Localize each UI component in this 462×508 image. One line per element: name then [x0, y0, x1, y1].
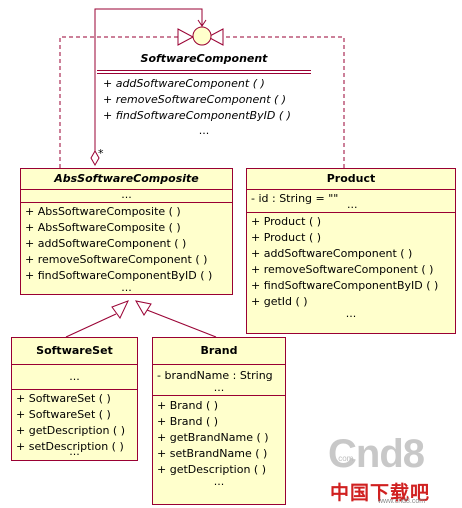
- watermark-dotcom: .com: [336, 454, 354, 463]
- generalization-arrowhead-right: [135, 300, 152, 316]
- interface-lollipop: [177, 26, 224, 46]
- watermark-brand: Cnd8: [328, 432, 425, 476]
- operations-ellipsis: ...: [69, 445, 80, 458]
- socket-right: [206, 28, 224, 46]
- operation: + AbsSoftwareComposite ( ): [25, 221, 181, 234]
- operations-ellipsis: ...: [121, 281, 132, 294]
- operation: + removeSoftwareComponent ( ): [25, 253, 208, 266]
- operation: + Product ( ): [251, 231, 322, 244]
- watermark-chinese-text: 中国下载吧: [330, 482, 431, 504]
- attributes-compartment: ...: [21, 189, 232, 202]
- operation: + SoftwareSet ( ): [16, 408, 111, 421]
- class-brand[interactable]: Brand - brandName : String ... + Brand (…: [152, 337, 286, 505]
- operations-ellipsis: ...: [345, 307, 357, 320]
- multiplicity-label: *: [98, 147, 104, 160]
- operations-compartment: + AbsSoftwareComposite ( ) + AbsSoftware…: [21, 202, 232, 295]
- operation: + removeSoftwareComponent ( ): [251, 263, 434, 276]
- attribute: - brandName : String: [157, 369, 273, 382]
- attributes-compartment: ...: [12, 364, 137, 389]
- interface-softwarecomponent: SoftwareComponent + addSoftwareComponent…: [95, 48, 313, 154]
- class-name: Product: [326, 172, 376, 185]
- generalization-arrowhead-left: [111, 300, 129, 319]
- operation: + Brand ( ): [157, 399, 219, 412]
- operation: + setBrandName ( ): [157, 447, 268, 460]
- class-softwareset[interactable]: SoftwareSet ... + SoftwareSet ( ) + Soft…: [11, 337, 138, 461]
- interface-name: SoftwareComponent: [140, 52, 268, 65]
- class-abssoftwarecomposite[interactable]: AbsSoftwareComposite ... + AbsSoftwareCo…: [20, 168, 233, 295]
- realization-line-product: [223, 36, 345, 168]
- association-arrowhead: [197, 19, 207, 27]
- attributes-ellipsis: ...: [69, 370, 80, 383]
- aggregation-line: [94, 8, 203, 151]
- attributes-ellipsis: ...: [121, 188, 132, 201]
- operation: + addSoftwareComponent ( ): [251, 247, 413, 260]
- operation: + setDescription ( ): [16, 440, 124, 453]
- operation: + AbsSoftwareComposite ( ): [25, 205, 181, 218]
- generalization-tree: [65, 300, 217, 338]
- aggregation-association: [90, 8, 207, 167]
- generalization-line-softwareset: [65, 313, 117, 338]
- operation: + findSoftwareComponentByID ( ): [25, 269, 213, 282]
- attribute: - id : String = "": [251, 192, 339, 205]
- operation: + getDescription ( ): [157, 463, 267, 476]
- generalization-line-brand: [146, 309, 217, 338]
- aggregation-diamond: [90, 149, 100, 167]
- operation: + addSoftwareComponent ( ): [103, 77, 265, 90]
- class-name: SoftwareSet: [36, 344, 113, 357]
- class-name: AbsSoftwareComposite: [54, 172, 199, 185]
- attributes-compartment: - id : String = "" ...: [247, 189, 455, 212]
- class-name: Brand: [200, 344, 238, 357]
- operations-compartment: + Product ( ) + Product ( ) + addSoftwar…: [247, 212, 455, 321]
- operation: + getBrandName ( ): [157, 431, 269, 444]
- operation: + getDescription ( ): [16, 424, 126, 437]
- watermark-logo: Cnd8 .com 中国下载吧 www.cnd8.com: [326, 432, 456, 505]
- operation: + findSoftwareComponentByID ( ): [103, 109, 291, 122]
- attributes-ellipsis: ...: [347, 198, 358, 211]
- watermark-url: www.cnd8.com: [378, 498, 426, 505]
- class-product[interactable]: Product - id : String = "" ... + Product…: [246, 168, 456, 334]
- attributes-compartment: - brandName : String ...: [153, 364, 285, 395]
- interface-separator: [97, 70, 311, 74]
- operation: + Brand ( ): [157, 415, 219, 428]
- socket-left: [177, 28, 195, 46]
- operations-compartment: + SoftwareSet ( ) + SoftwareSet ( ) + ge…: [12, 389, 137, 459]
- interface-circle: [192, 26, 212, 46]
- realization-lines: [59, 36, 345, 168]
- realization-line-abs-composite: [59, 36, 178, 168]
- operations-ellipsis: ...: [213, 475, 225, 488]
- operation: + addSoftwareComponent ( ): [25, 237, 187, 250]
- attributes-ellipsis: ...: [213, 381, 225, 394]
- operation: + Product ( ): [251, 215, 322, 228]
- operation: + SoftwareSet ( ): [16, 392, 111, 405]
- operations-ellipsis: ...: [198, 124, 210, 137]
- operation: + getId ( ): [251, 295, 308, 308]
- operation: + findSoftwareComponentByID ( ): [251, 279, 439, 292]
- operations-compartment: + Brand ( ) + Brand ( ) + getBrandName (…: [153, 395, 285, 489]
- operation: + removeSoftwareComponent ( ): [103, 93, 287, 106]
